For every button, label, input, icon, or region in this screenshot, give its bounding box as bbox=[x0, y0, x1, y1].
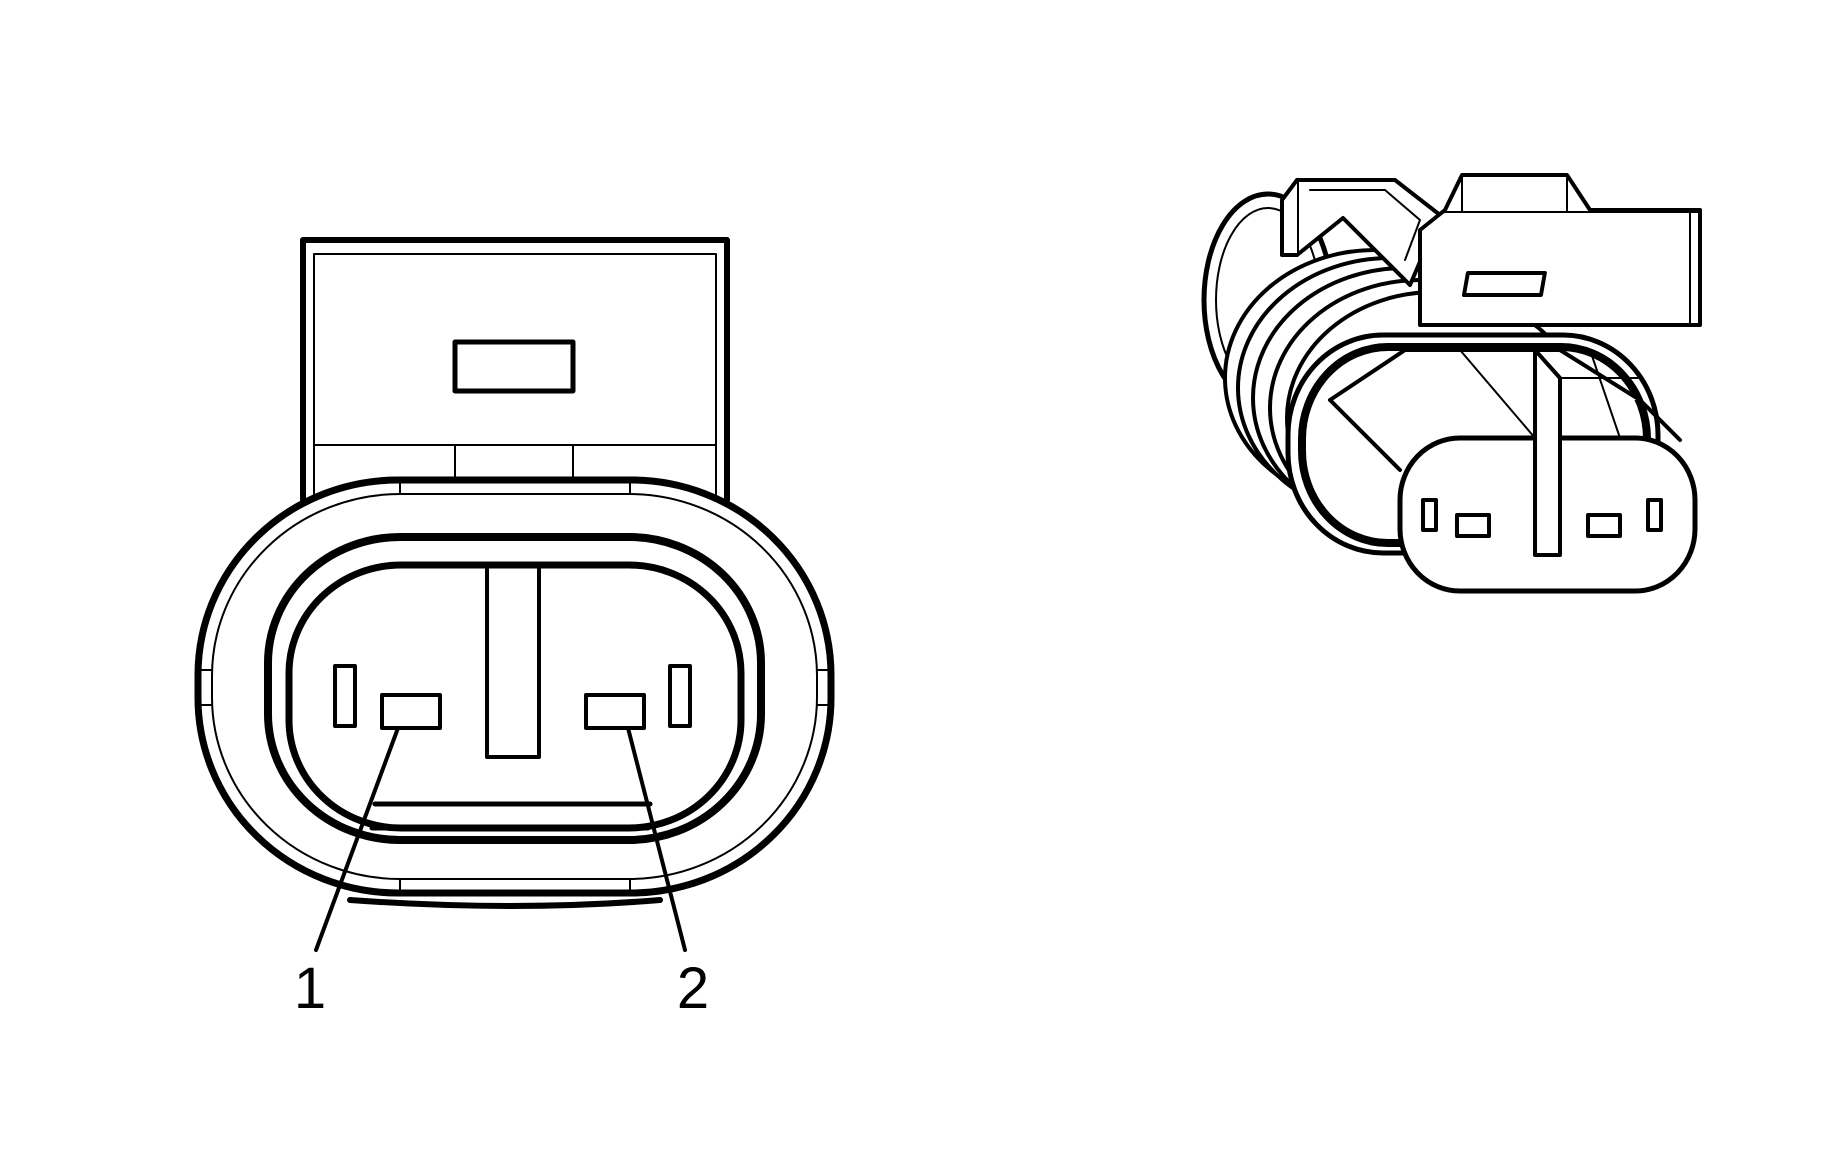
keying-rib bbox=[485, 563, 541, 759]
isometric-view-connector bbox=[1201, 173, 1702, 594]
seal-ring bbox=[264, 533, 765, 844]
housing-inner-line bbox=[211, 493, 818, 880]
front-view-connector bbox=[194, 237, 835, 952]
terminal-1 bbox=[380, 693, 442, 730]
iso-locking-slot-left bbox=[1421, 498, 1438, 532]
terminal-2 bbox=[584, 693, 646, 730]
pin-label-1: 1 bbox=[294, 956, 326, 1021]
leader-line-1 bbox=[314, 726, 400, 952]
pin-label-2: 2 bbox=[677, 956, 709, 1021]
lock-tab-window bbox=[1461, 271, 1547, 297]
locking-tab bbox=[300, 237, 730, 503]
lock-tab-block bbox=[1418, 173, 1702, 327]
housing-outer bbox=[194, 476, 835, 897]
locking-latch bbox=[1280, 178, 1442, 287]
iso-locking-slot-right bbox=[1646, 498, 1663, 532]
locking-slot-right bbox=[668, 664, 692, 728]
locking-slot-left bbox=[333, 664, 357, 728]
iso-terminal-1 bbox=[1455, 513, 1491, 538]
terminal-housing bbox=[1328, 348, 1698, 594]
leader-line-2 bbox=[626, 726, 687, 952]
iso-terminal-2 bbox=[1586, 513, 1622, 538]
